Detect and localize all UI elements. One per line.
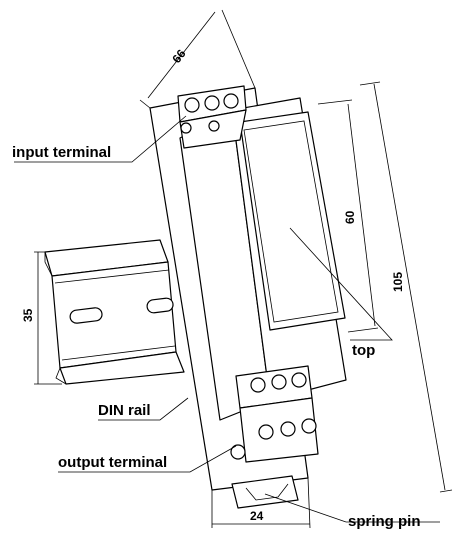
label-top: top: [352, 342, 375, 359]
label-din-rail: DIN rail: [98, 402, 151, 419]
dim-35: 35: [21, 308, 35, 322]
dim-60: 60: [343, 210, 357, 224]
din-rail: [44, 239, 185, 385]
dim-105: 105: [391, 272, 405, 292]
label-spring-pin: spring pin: [348, 513, 421, 530]
leader-lines: [14, 115, 440, 523]
label-input-terminal: input terminal: [12, 144, 111, 161]
module-body: [149, 85, 347, 509]
dimension-lines: [34, 9, 453, 529]
dim-24: 24: [250, 509, 264, 523]
label-output-terminal: output terminal: [58, 454, 167, 471]
